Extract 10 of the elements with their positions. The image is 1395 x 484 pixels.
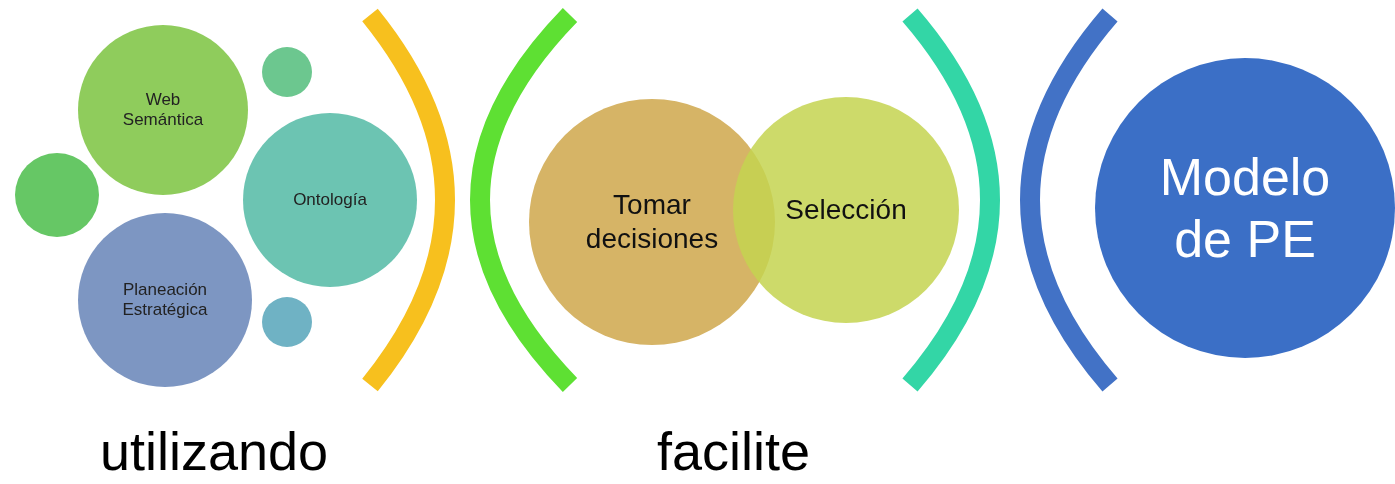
node-label: Web Semántica xyxy=(121,89,205,131)
caption-text: facilite xyxy=(657,420,811,482)
node-label: Modelo de PE xyxy=(1158,146,1332,270)
node-label: Ontología xyxy=(293,189,367,211)
caption-text: utilizando xyxy=(100,420,329,482)
node-label: Selección xyxy=(785,193,907,227)
node-label: Tomar decisiones xyxy=(584,188,720,256)
circle xyxy=(262,297,312,347)
circle xyxy=(262,47,312,97)
node-label: Planeación Estratégica xyxy=(121,279,209,321)
